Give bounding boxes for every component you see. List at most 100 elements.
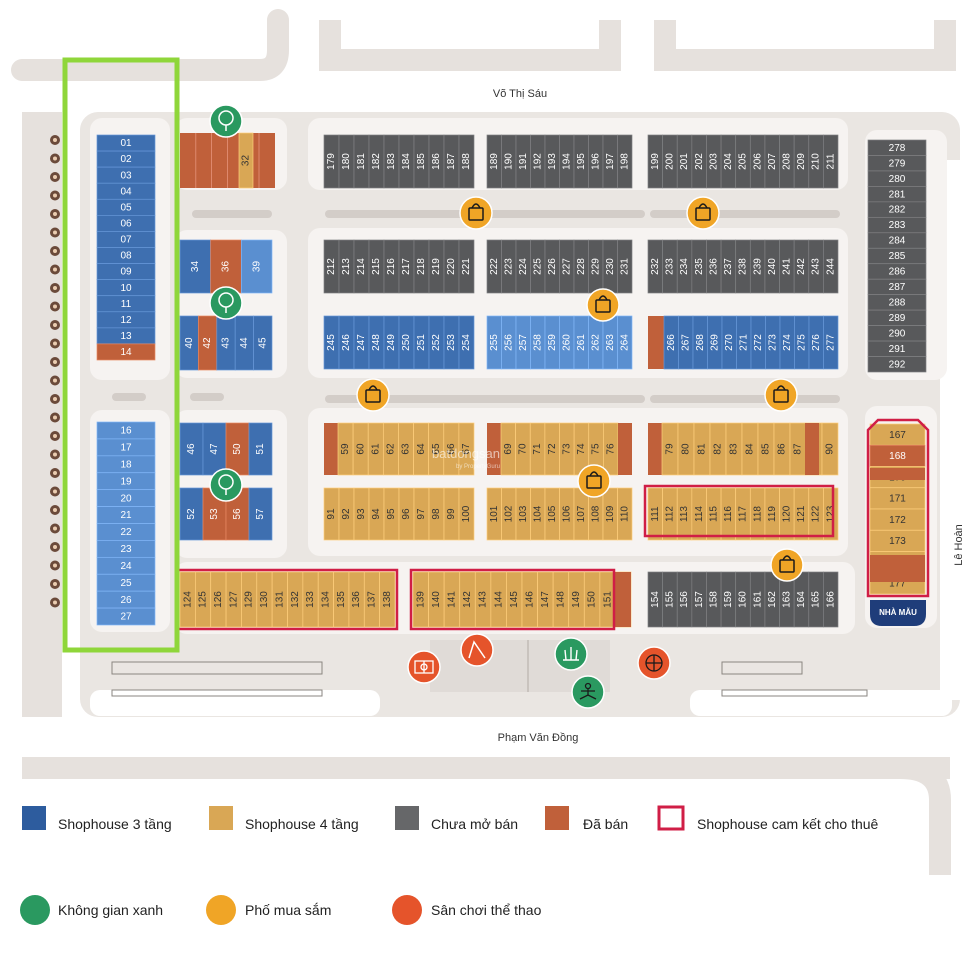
- lot-45[interactable]: [253, 315, 273, 371]
- shopping-bag-icon[interactable]: [459, 196, 493, 230]
- lot-27[interactable]: [96, 607, 156, 626]
- lot-123[interactable]: [823, 487, 839, 541]
- lot-label-211: 211: [825, 153, 836, 169]
- lot-label-212: 212: [326, 258, 337, 275]
- lot-198[interactable]: [617, 134, 633, 189]
- lot-292[interactable]: [867, 356, 927, 373]
- lot-label-69: 69: [503, 443, 514, 455]
- lot-166[interactable]: [823, 571, 839, 628]
- lot-57[interactable]: [248, 487, 273, 541]
- lot-78-sold[interactable]: [648, 423, 662, 475]
- lot-169-sold[interactable]: [870, 468, 925, 480]
- shopping-bag-icon[interactable]: [686, 196, 720, 230]
- lot-label-290: 290: [889, 328, 906, 339]
- lot-label-173: 173: [889, 536, 906, 547]
- lot-label-271: 271: [738, 334, 749, 351]
- green-space-icon[interactable]: [209, 286, 243, 320]
- shopping-bag-icon[interactable]: [577, 464, 611, 498]
- lot-label-253: 253: [446, 334, 457, 351]
- playground-slide-icon[interactable]: [460, 633, 494, 667]
- lot-label-177: 177: [889, 579, 906, 590]
- lot-label-141: 141: [447, 591, 458, 608]
- lot-label-127: 127: [228, 591, 239, 608]
- lot-14[interactable]: [96, 343, 156, 361]
- showroom[interactable]: NHÀ MẪU: [870, 600, 926, 626]
- lot-label-42: 42: [202, 337, 213, 349]
- sports-court-icon[interactable]: [407, 650, 441, 684]
- legend-label-green: Không gian xanh: [58, 902, 163, 918]
- shopping-bag-icon[interactable]: [770, 548, 804, 582]
- yoga-icon[interactable]: [571, 675, 605, 709]
- lot-51[interactable]: [248, 422, 273, 476]
- lot-39[interactable]: [240, 239, 273, 294]
- lot-label-26: 26: [120, 595, 132, 606]
- lot-211[interactable]: [823, 134, 839, 189]
- legend-label-rental: Shophouse cam kết cho thuê: [697, 816, 879, 832]
- lot-67[interactable]: [458, 422, 475, 476]
- lot-90[interactable]: [821, 422, 839, 476]
- garden-plant-icon[interactable]: [554, 637, 588, 671]
- lot-label-12: 12: [120, 315, 132, 326]
- lot-100[interactable]: [458, 487, 475, 541]
- shopping-bag-icon[interactable]: [764, 378, 798, 412]
- lot-175-176-sold[interactable]: [870, 555, 925, 582]
- lot-221[interactable]: [458, 239, 475, 294]
- lot-label-113: 113: [679, 506, 690, 522]
- lot-label-142: 142: [462, 591, 473, 608]
- basketball-icon[interactable]: [637, 646, 671, 680]
- lot-label-263: 263: [605, 334, 616, 351]
- lot-label-13: 13: [120, 331, 132, 342]
- lot-138[interactable]: [379, 571, 396, 628]
- lot-label-189: 189: [489, 153, 500, 170]
- lot-32[interactable]: [238, 132, 254, 189]
- lot-label-09: 09: [120, 267, 132, 278]
- lot-label-79: 79: [665, 443, 676, 455]
- lot-264[interactable]: [617, 315, 633, 370]
- lot-label-112: 112: [665, 506, 676, 522]
- lot-label-94: 94: [371, 508, 382, 520]
- road-label-bottom: Phạm Văn Đồng: [498, 732, 579, 744]
- legend-swatch-sold: [545, 806, 569, 830]
- shopping-bag-icon[interactable]: [586, 288, 620, 322]
- lot-label-72: 72: [547, 443, 558, 455]
- lot-153-sold[interactable]: [614, 572, 631, 627]
- lot-36[interactable]: [210, 239, 242, 294]
- lot-label-80: 80: [681, 443, 692, 455]
- lot-58-sold[interactable]: [324, 423, 338, 475]
- legend-swatch-shop3: [22, 806, 46, 830]
- lot-label-109: 109: [605, 505, 616, 522]
- lot-277[interactable]: [823, 315, 839, 370]
- tree-icon: [50, 338, 60, 349]
- lot-188[interactable]: [458, 134, 475, 189]
- legend-swatch-shop4: [209, 806, 233, 830]
- watermark-main: batdongsan: [432, 446, 500, 461]
- tree-icon: [50, 412, 60, 423]
- lot-label-64: 64: [416, 443, 427, 455]
- lot-254[interactable]: [458, 315, 475, 370]
- tree-icon: [50, 190, 60, 201]
- lot-label-22: 22: [120, 527, 132, 538]
- lot-label-92: 92: [341, 508, 352, 520]
- lot-label-292: 292: [889, 359, 906, 370]
- lot-label-205: 205: [738, 153, 749, 170]
- lot-label-280: 280: [889, 174, 906, 185]
- lot-110[interactable]: [617, 487, 633, 541]
- lot-label-107: 107: [576, 505, 587, 522]
- lot-89-sold[interactable]: [805, 423, 819, 475]
- shopping-bag-icon[interactable]: [356, 378, 390, 412]
- lot-265-sold[interactable]: [648, 316, 664, 369]
- lot-label-118: 118: [752, 506, 763, 522]
- lot-label-288: 288: [889, 298, 906, 309]
- lot-label-91: 91: [326, 508, 337, 520]
- tree-icon: [50, 357, 60, 367]
- lot-77-sold[interactable]: [618, 423, 632, 475]
- lot-68-sold[interactable]: [487, 423, 501, 475]
- green-space-icon[interactable]: [209, 468, 243, 502]
- lot-34[interactable]: [179, 239, 212, 294]
- legend-swatch-rental: [657, 805, 685, 831]
- lot-244[interactable]: [823, 239, 839, 294]
- rental-outline-row5: [643, 484, 835, 538]
- green-space-icon[interactable]: [209, 104, 243, 138]
- lot-231[interactable]: [617, 239, 633, 294]
- tree-icon: [50, 264, 60, 275]
